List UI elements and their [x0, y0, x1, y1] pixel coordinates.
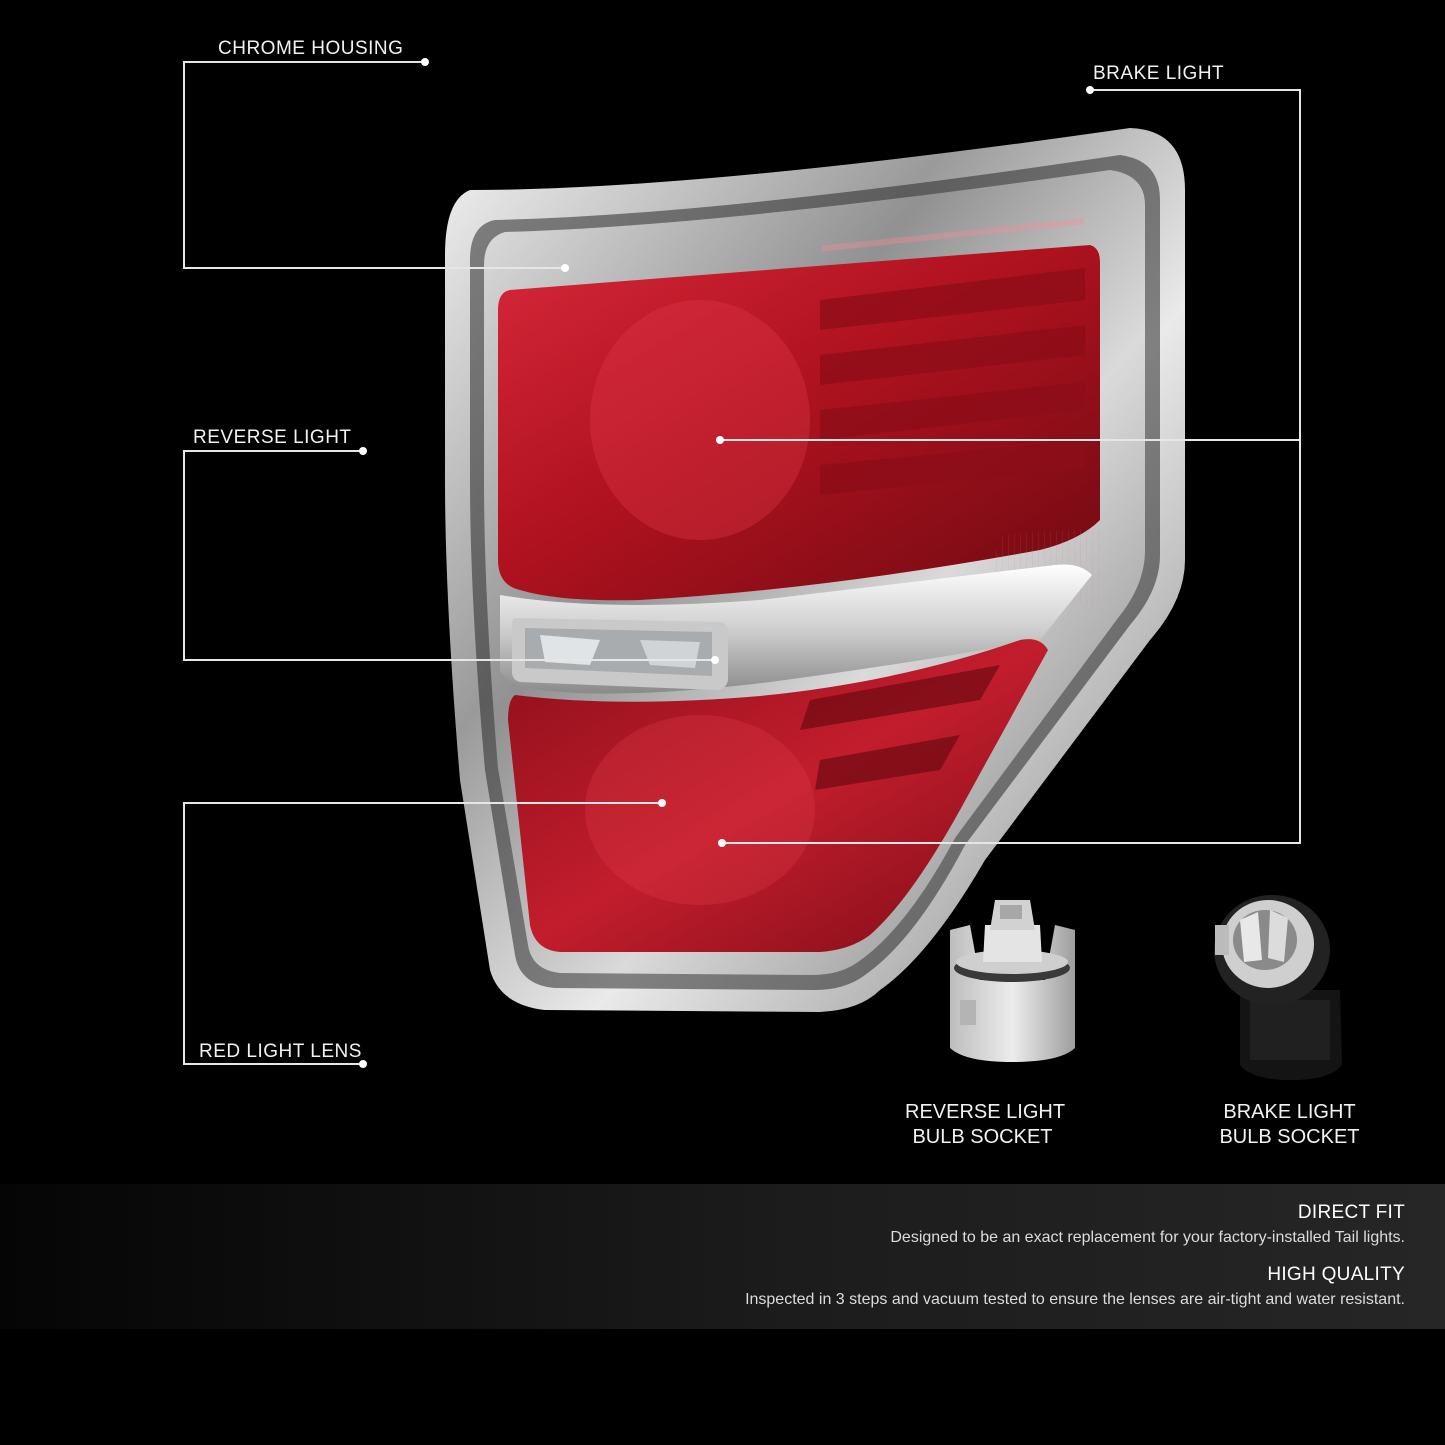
brake-socket-caption-line1: BRAKE LIGHT — [1223, 1101, 1356, 1123]
brake-lens-bars — [820, 268, 1085, 495]
callout-lines — [183, 61, 1301, 1065]
feature-high-quality: HIGH QUALITY Inspected in 3 steps and va… — [745, 1264, 1405, 1309]
brake-socket-caption: BRAKE LIGHT BULB SOCKET — [1212, 1100, 1367, 1150]
feature-description: Inspected in 3 steps and vacuum tested t… — [745, 1291, 1405, 1308]
brake-light-label: BRAKE LIGHT — [1093, 63, 1225, 84]
feature-title: HIGH QUALITY — [1267, 1264, 1405, 1285]
reverse-socket-caption-line2: BULB SOCKET — [912, 1126, 1053, 1148]
feature-title: DIRECT FIT — [1297, 1202, 1405, 1223]
red-light-lens — [508, 639, 1048, 952]
reverse-bulb-socket — [950, 900, 1075, 1062]
reverse-socket-caption: REVERSE LIGHT BULB SOCKET — [905, 1100, 1066, 1150]
brake-socket-caption-line2: BULB SOCKET — [1219, 1126, 1360, 1148]
brake-bulb-socket — [1214, 895, 1342, 1080]
feature-direct-fit: DIRECT FIT Designed to be an exact repla… — [890, 1202, 1405, 1247]
reverse-socket-caption-line1: REVERSE LIGHT — [905, 1101, 1066, 1123]
callout-dots — [359, 58, 1094, 1068]
red-light-lens-label: RED LIGHT LENS — [199, 1041, 362, 1062]
features-band: DIRECT FIT Designed to be an exact repla… — [0, 1184, 1445, 1329]
reverse-light-label: REVERSE LIGHT — [193, 427, 352, 448]
brake-light-lens — [498, 245, 1100, 601]
feature-description: Designed to be an exact replacement for … — [890, 1229, 1405, 1246]
chrome-housing-label: CHROME HOUSING — [218, 38, 404, 59]
